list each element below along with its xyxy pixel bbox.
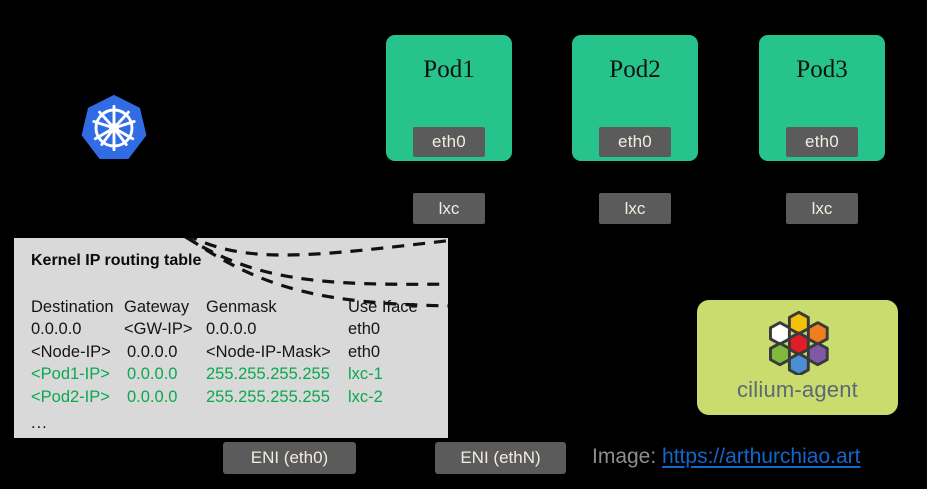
pod-title: Pod1	[423, 56, 475, 83]
cell-iface: lxc-1	[348, 365, 383, 384]
eni-ethn-box[interactable]: ENI (ethN)	[435, 442, 566, 474]
cell-gateway: 0.0.0.0	[127, 365, 178, 384]
host-veth-lxc-2[interactable]: lxc	[599, 193, 671, 224]
cilium-agent-box[interactable]: cilium-agent	[697, 300, 898, 415]
cilium-agent-label: cilium-agent	[736, 377, 858, 402]
image-credit: Image: https://arthurchiao.art	[592, 446, 860, 467]
table-row: <Pod2-IP> 0.0.0.0 255.255.255.255 lxc-2	[31, 388, 431, 410]
cell-iface: eth0	[348, 320, 381, 339]
image-credit-url[interactable]: https://arthurchiao.art	[662, 445, 861, 468]
cell-destination: <Node-IP>	[31, 342, 111, 361]
pod-box-2[interactable]: Pod2 eth0	[572, 35, 698, 161]
cilium-hexagon-logo	[755, 308, 841, 376]
pod-title: Pod3	[796, 56, 848, 83]
cell-destination: 0.0.0.0	[31, 320, 82, 339]
pod-box-1[interactable]: Pod1 eth0	[386, 35, 512, 161]
pod-interface-eth0[interactable]: eth0	[599, 127, 671, 157]
col-header-gateway: Gateway	[124, 298, 190, 316]
pod-title: Pod2	[609, 56, 661, 83]
col-header-genmask: Genmask	[206, 298, 277, 316]
table-header-row: Destination Gateway Genmask Use Iface	[31, 298, 431, 320]
cell-gateway: <GW-IP>	[124, 320, 193, 339]
table-row: <Pod1-IP> 0.0.0.0 255.255.255.255 lxc-1	[31, 365, 431, 387]
pod-interface-eth0[interactable]: eth0	[786, 127, 858, 157]
image-credit-label: Image:	[592, 445, 657, 468]
cell-iface: lxc-2	[348, 387, 383, 406]
pod-box-3[interactable]: Pod3 eth0	[759, 35, 885, 161]
col-header-destination: Destination	[31, 298, 114, 316]
cell-genmask: 0.0.0.0	[206, 320, 257, 339]
host-veth-lxc-3[interactable]: lxc	[786, 193, 858, 224]
table-row: 0.0.0.0 <GW-IP> 0.0.0.0 eth0	[31, 320, 431, 342]
table-row: <Node-IP> 0.0.0.0 <Node-IP-Mask> eth0	[31, 343, 431, 365]
cell-genmask: 255.255.255.255	[206, 365, 330, 384]
cell-destination: <Pod1-IP>	[31, 365, 110, 384]
cell-genmask: <Node-IP-Mask>	[206, 342, 331, 361]
cell-genmask: 255.255.255.255	[206, 387, 330, 406]
pod-interface-eth0[interactable]: eth0	[413, 127, 485, 157]
routing-table: Destination Gateway Genmask Use Iface 0.…	[31, 298, 431, 410]
eni-eth0-box[interactable]: ENI (eth0)	[223, 442, 356, 474]
cell-destination: <Pod2-IP>	[31, 387, 110, 406]
cell-gateway: 0.0.0.0	[127, 342, 178, 361]
kernel-routing-table-panel: Kernel IP routing table Destination Gate…	[14, 238, 448, 438]
cell-gateway: 0.0.0.0	[127, 387, 178, 406]
col-header-use-iface: Use Iface	[348, 298, 418, 316]
table-more-rows-ellipsis: ...	[31, 414, 48, 432]
host-veth-lxc-1[interactable]: lxc	[413, 193, 485, 224]
kubernetes-logo	[78, 92, 150, 164]
cell-iface: eth0	[348, 342, 381, 361]
panel-title: Kernel IP routing table	[31, 252, 202, 269]
